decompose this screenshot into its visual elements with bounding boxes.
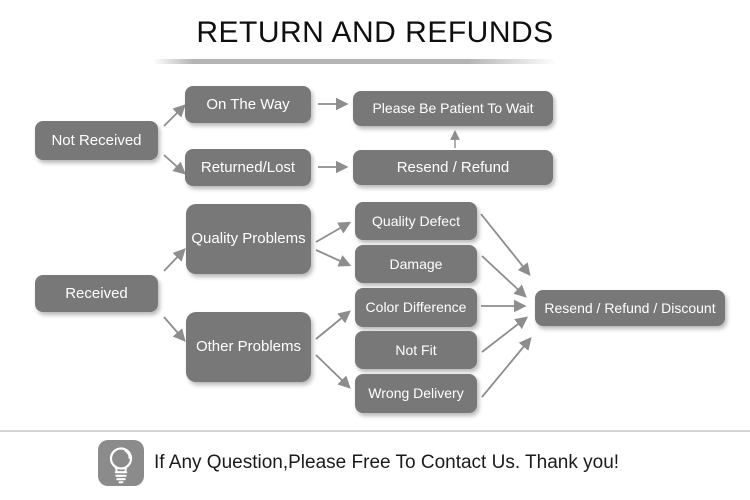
- node-damage: Damage: [355, 245, 477, 283]
- lightbulb-icon: [98, 440, 144, 486]
- arrow-not-fit-to-discount: [481, 316, 528, 353]
- title-underline: [153, 59, 557, 64]
- node-other-problems: Other Problems: [186, 312, 311, 382]
- arrow-other-problems-to-color-difference: [315, 310, 351, 340]
- node-not-received: Not Received: [35, 121, 158, 160]
- page-title: RETURN AND REFUNDS: [196, 16, 554, 49]
- arrow-quality-problems-to-quality-defect: [315, 221, 352, 243]
- arrow-quality-defect-to-discount: [480, 213, 531, 276]
- node-returned-lost: Returned/Lost: [185, 149, 311, 186]
- footer-note: If Any Question,Please Free To Contact U…: [98, 440, 619, 486]
- arrow-not-received-to-returned-lost: [163, 154, 186, 175]
- node-please-be-patient: Please Be Patient To Wait: [353, 91, 553, 126]
- arrow-other-problems-to-wrong-delivery: [315, 354, 351, 389]
- node-on-the-way: On The Way: [185, 86, 311, 123]
- arrow-received-to-quality-problems: [163, 248, 186, 272]
- arrow-damage-to-discount: [481, 255, 527, 298]
- node-wrong-delivery: Wrong Delivery: [355, 374, 477, 413]
- arrow-received-to-other-problems: [163, 316, 186, 342]
- arrow-quality-problems-to-damage: [315, 249, 352, 267]
- node-not-fit: Not Fit: [355, 331, 477, 369]
- node-quality-problems: Quality Problems: [186, 204, 311, 274]
- arrow-not-received-to-on-the-way: [163, 104, 186, 127]
- footer-message: If Any Question,Please Free To Contact U…: [154, 452, 620, 473]
- node-received: Received: [35, 275, 158, 312]
- node-resend-refund-discount: Resend / Refund / Discount: [535, 290, 725, 326]
- arrow-wrong-delivery-to-discount: [481, 337, 532, 398]
- node-quality-defect: Quality Defect: [355, 202, 477, 240]
- node-resend-refund: Resend / Refund: [353, 150, 553, 185]
- node-color-difference: Color Difference: [355, 288, 477, 327]
- footer-divider: [0, 430, 750, 432]
